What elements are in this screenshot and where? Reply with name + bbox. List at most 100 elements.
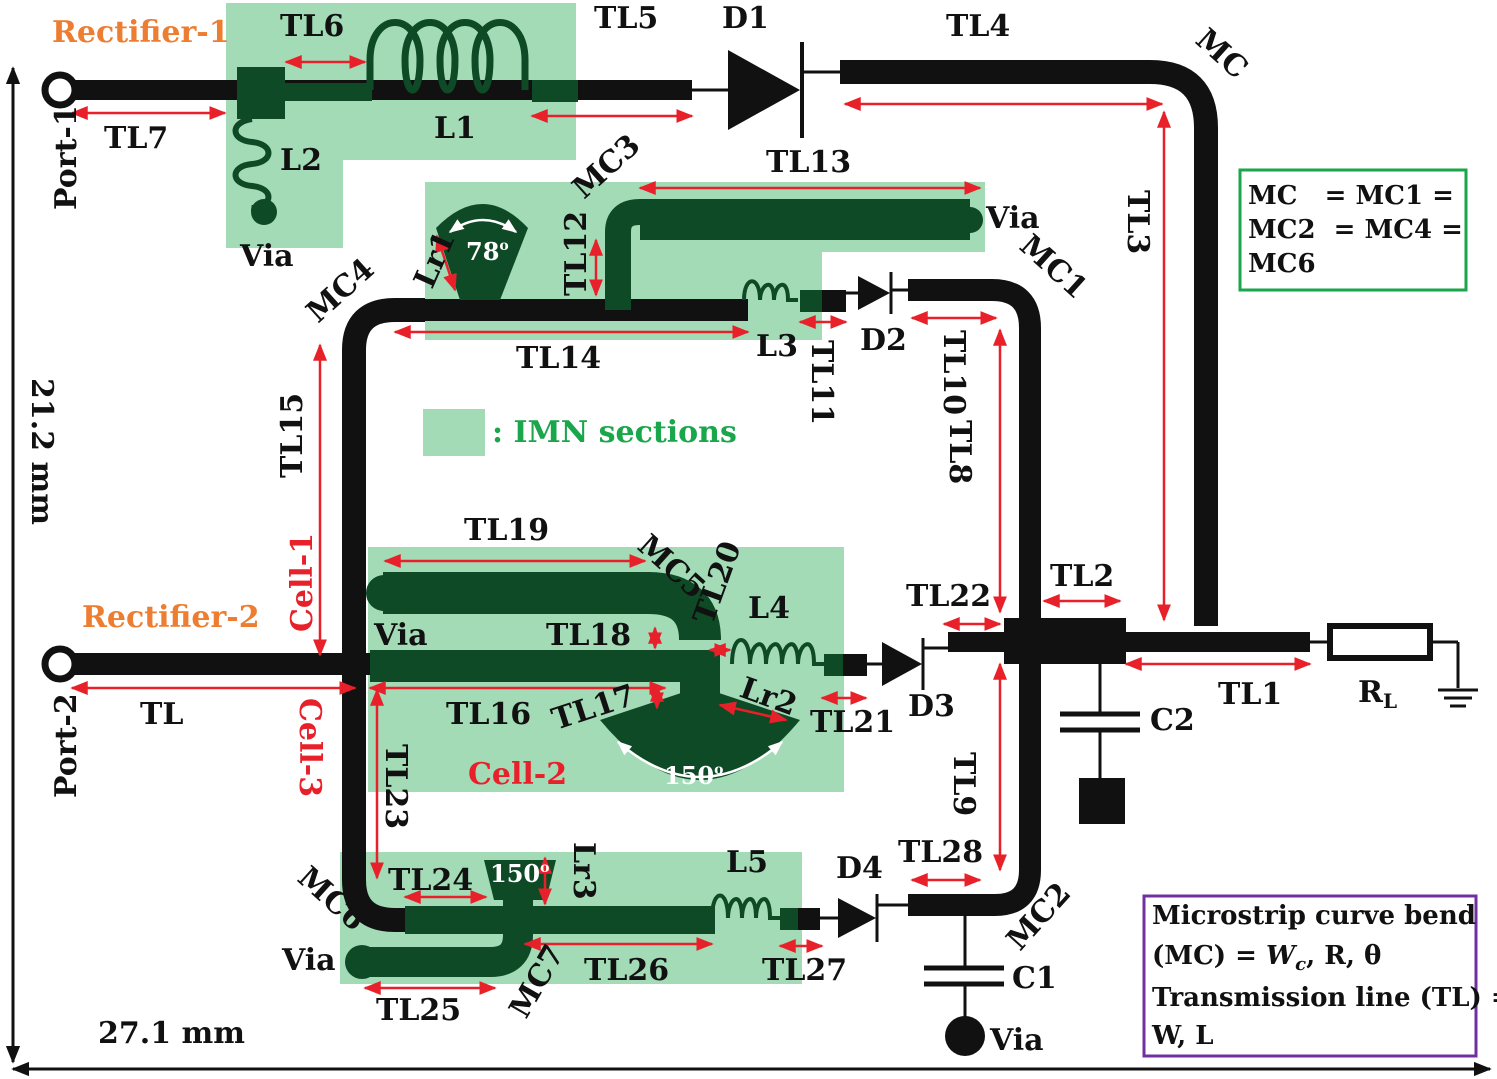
l5-coil [710,893,780,920]
capacitor-c1 [924,905,1004,1056]
imn-traces [232,19,983,979]
diode-d4 [820,894,908,942]
tl22-label: TL22 [906,579,991,614]
d4-label: D4 [836,851,883,886]
via-label-5: Via [989,1023,1044,1058]
definition-line-1: Microstrip curve bend [1152,901,1476,931]
tl16-label: TL16 [446,697,531,732]
angle-label-78: 78o [466,237,509,266]
imn-legend-swatch [423,409,485,456]
tl5-label: TL5 [594,1,658,36]
tl23-label: TL23 [378,744,413,829]
tl6-pad [237,67,285,119]
l2-label: L2 [280,143,322,178]
l4-label: L4 [748,591,790,626]
tl11-label: TL11 [804,340,839,425]
tl12-trace [605,199,970,310]
d1-label: D1 [722,1,769,36]
tl15-label: TL15 [275,393,310,478]
tl26-label: TL26 [584,953,669,988]
angle-value-150-cell2: 150 [664,761,714,790]
via-label-2: Via [985,201,1040,236]
equality-box: MC = MC1 = MC2 = MC4 = MC6 [1238,168,1468,292]
definition-line-3: Transmission line (TL) = [1152,983,1497,1013]
height-dimension-label: 21.2 mm [24,378,59,525]
tl17-stem [680,650,720,725]
cell-3-label: Cell-3 [292,698,327,797]
tl19-label: TL19 [464,513,549,548]
rectifier-1-label: Rectifier-1 [52,15,230,50]
angle-arc-150-cell2 [616,741,784,779]
l2-coil [232,116,272,215]
rl-label-main: R [1358,675,1384,710]
tl27-pad-black [798,908,820,930]
via-label-1: Via [239,239,294,274]
tl13-label: TL13 [766,145,851,180]
l4-coil [730,638,824,666]
d3-label: D3 [908,689,955,724]
l1-label: L1 [434,111,476,146]
angle-deg-78: o [499,238,508,254]
tl24-label: TL24 [388,863,473,898]
c1-label: C1 [1012,961,1057,996]
lr2-dim [718,701,788,724]
angle-value-150-cell3: 150 [490,859,540,888]
diode-d2 [846,272,908,314]
port-1-label: Port-1 [49,105,84,210]
definition-line-2a: (MC) = [1152,941,1266,971]
tl-label: TL [140,697,183,732]
mc4-tl15-mc6-trace [342,298,425,932]
tl3-label: TL3 [1120,190,1155,254]
tl24-trace [405,906,715,934]
rl-label-sub: L [1383,689,1397,713]
main-traces [72,60,1310,932]
lr1-dim [435,234,457,292]
port-2-terminal [41,645,79,683]
equality-line-2: MC2 = MC4 = [1248,215,1463,245]
tl19-via [366,575,402,611]
tl21-pad [824,654,844,676]
angle-label-150-cell2: 150o [664,761,723,790]
width-dimension-label: 27.1 mm [98,1016,245,1051]
l3-coil [742,279,798,302]
l5-label: L5 [726,845,768,880]
tl4-mc-tl3-trace [840,60,1218,626]
tl28-label: TL28 [898,835,983,870]
angle-deg-150-cell3: o [540,860,549,876]
port-2-label: Port-2 [49,693,84,798]
tl5-pad [532,80,578,102]
mc7-bend [365,900,533,977]
tl21-label: TL21 [810,705,895,740]
tl2-label: TL2 [1050,559,1114,594]
l1-coil [366,19,529,94]
definition-line-2-w: W [1266,941,1298,971]
tl25-via [345,945,379,979]
mc2-label: MC2 [1000,876,1078,957]
c2-label: C2 [1150,703,1195,738]
load-resistor-rl [1310,623,1478,708]
rl-label: RL [1358,675,1397,713]
angle-value-78: 78 [466,237,499,266]
tl27-label: TL27 [762,953,847,988]
capacitor-c2 [1060,660,1140,824]
d2-label: D2 [860,323,907,358]
via-label-4: Via [281,943,336,978]
dimension-arrows [70,55,1312,995]
tl9-mc2-trace [908,644,1041,916]
cell-2-label: Cell-2 [468,757,567,792]
tl7-label: TL7 [104,121,168,156]
tl4-label: TL4 [946,9,1010,44]
tl21-pad-black [843,654,867,676]
definition-line-4: W, L [1151,1021,1214,1051]
via-label-3: Via [373,618,428,653]
tl11-pad [800,290,824,312]
definition-line-2d: , R, θ [1306,941,1381,971]
tl14-label: TL14 [516,341,601,376]
tl25-label: TL25 [376,993,461,1028]
tl10-label: TL10 [936,330,971,415]
tl27-pad [780,908,800,930]
angle-deg-150-cell2: o [714,762,723,778]
cell-1-label: Cell-1 [285,533,320,632]
tl16-trace [370,650,720,682]
